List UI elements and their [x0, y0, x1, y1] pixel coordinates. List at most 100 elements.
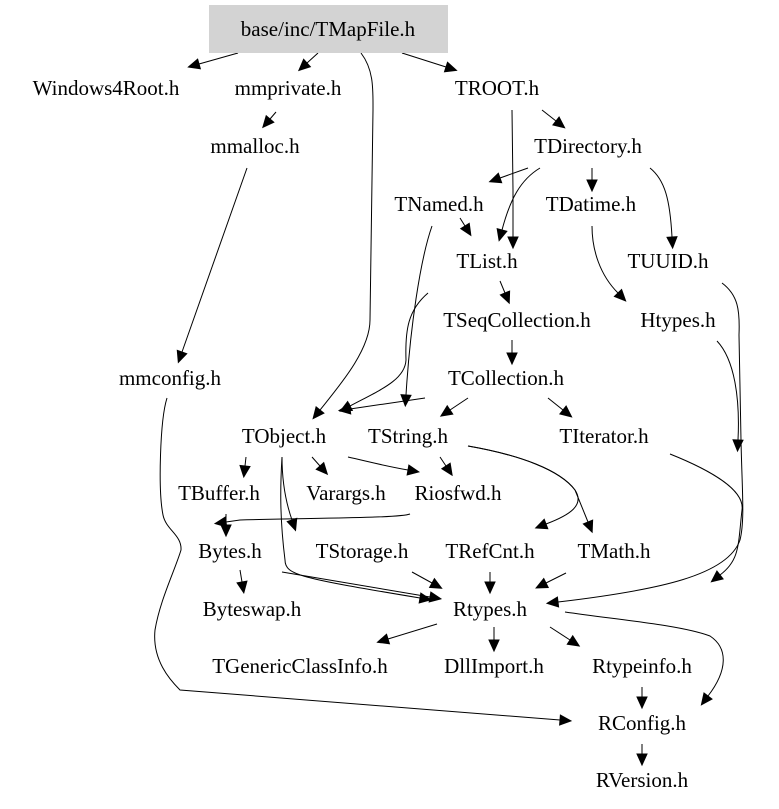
node-bytes[interactable]: Bytes.h: [198, 539, 262, 563]
arrowhead-icon: [499, 290, 511, 305]
node-rtypes[interactable]: Rtypes.h: [453, 597, 528, 621]
node-rversion[interactable]: RVersion.h: [596, 768, 689, 792]
node-tdatime[interactable]: TDatime.h: [546, 192, 637, 216]
node-label[interactable]: TGenericClassInfo.h: [212, 654, 388, 678]
node-byteswap[interactable]: Byteswap.h: [203, 597, 302, 621]
edge-tstorage-to-rtypes: [411, 571, 443, 589]
node-windows4root[interactable]: Windows4Root.h: [33, 76, 180, 100]
node-label[interactable]: TString.h: [368, 424, 448, 448]
node-troot[interactable]: TROOT.h: [455, 76, 540, 100]
edge-riosfwd-to-bytes: [213, 513, 411, 528]
arrowhead-icon: [613, 288, 627, 302]
node-label[interactable]: Varargs.h: [306, 481, 386, 505]
edge-line: [401, 52, 447, 68]
arrowhead-icon: [636, 696, 648, 710]
edge-tstring-to-tmath: [467, 445, 594, 534]
arrowhead-icon: [484, 581, 496, 595]
edge-line: [311, 456, 321, 467]
node-label[interactable]: RConfig.h: [598, 711, 687, 735]
node-tobject[interactable]: TObject.h: [242, 424, 327, 448]
arrowhead-icon: [507, 236, 519, 250]
arrowhead-icon: [443, 61, 458, 73]
node-label[interactable]: RVersion.h: [596, 768, 689, 792]
node-label[interactable]: TNamed.h: [394, 192, 484, 216]
edge-tstring-to-riosfwd: [439, 456, 453, 477]
edge-troot-to-tlist: [507, 109, 519, 250]
edge-bytes-to-byteswap: [236, 569, 248, 595]
node-label[interactable]: TMath.h: [578, 539, 651, 563]
node-mmprivate[interactable]: mmprivate.h: [235, 76, 342, 100]
node-label[interactable]: TCollection.h: [448, 366, 565, 390]
edge-line: [549, 626, 571, 641]
node-label[interactable]: Bytes.h: [198, 539, 262, 563]
node-tmath[interactable]: TMath.h: [578, 539, 651, 563]
edge-line: [239, 569, 243, 583]
node-tcollection[interactable]: TCollection.h: [448, 366, 565, 390]
arrowhead-icon: [459, 222, 472, 237]
node-tseqcollection[interactable]: TSeqCollection.h: [443, 308, 591, 332]
arrowhead-icon: [666, 236, 678, 250]
node-tmapfile[interactable]: base/inc/TMapFile.h: [209, 5, 448, 53]
node-varargs[interactable]: Varargs.h: [306, 481, 386, 505]
node-tuuid[interactable]: TUUID.h: [627, 249, 709, 273]
node-rconfig[interactable]: RConfig.h: [598, 711, 687, 735]
arrowhead-icon: [176, 349, 188, 364]
arrowhead-icon: [236, 580, 248, 595]
node-label[interactable]: TBuffer.h: [178, 481, 260, 505]
node-label[interactable]: TSeqCollection.h: [443, 308, 591, 332]
arrowhead-icon: [220, 524, 232, 538]
node-tgenericclassinfo[interactable]: TGenericClassInfo.h: [212, 654, 388, 678]
node-label[interactable]: TDirectory.h: [534, 134, 642, 158]
edge-line: [306, 52, 319, 64]
node-label[interactable]: Rtypeinfo.h: [592, 654, 692, 678]
node-label[interactable]: TROOT.h: [455, 76, 540, 100]
edge-line: [459, 217, 466, 227]
node-tdirectory[interactable]: TDirectory.h: [534, 134, 642, 158]
edge-tuuid-to-rtypes: [545, 282, 744, 608]
node-label[interactable]: DllImport.h: [444, 654, 544, 678]
edge-line: [439, 456, 447, 467]
node-riosfwd[interactable]: Riosfwd.h: [415, 481, 502, 505]
node-rtypeinfo[interactable]: Rtypeinfo.h: [592, 654, 692, 678]
node-label[interactable]: mmalloc.h: [210, 134, 300, 158]
node-label[interactable]: mmconfig.h: [119, 366, 222, 390]
node-trefcnt[interactable]: TRefCnt.h: [445, 539, 535, 563]
edge-trefcnt-to-rtypes: [484, 572, 496, 595]
node-label[interactable]: TDatime.h: [546, 192, 637, 216]
node-label[interactable]: TStorage.h: [316, 539, 409, 563]
node-titerator[interactable]: TIterator.h: [559, 424, 649, 448]
node-label[interactable]: TUUID.h: [627, 249, 709, 273]
node-tnamed[interactable]: TNamed.h: [394, 192, 484, 216]
node-label[interactable]: TList.h: [456, 249, 518, 273]
node-label[interactable]: base/inc/TMapFile.h: [241, 17, 416, 41]
node-label[interactable]: TObject.h: [242, 424, 327, 448]
node-mmalloc[interactable]: mmalloc.h: [210, 134, 300, 158]
node-label[interactable]: Windows4Root.h: [33, 76, 180, 100]
arrowhead-icon: [297, 58, 312, 72]
node-tlist[interactable]: TList.h: [456, 249, 518, 273]
edge-tobject-to-riosfwd: [347, 456, 421, 476]
node-label[interactable]: Byteswap.h: [203, 597, 302, 621]
node-htypes[interactable]: Htypes.h: [640, 308, 716, 332]
arrowhead-icon: [440, 462, 453, 477]
node-label[interactable]: Riosfwd.h: [415, 481, 502, 505]
edge-bytes-to-rtypes: [281, 571, 443, 603]
arrowhead-icon: [439, 404, 454, 417]
arrowhead-icon: [262, 114, 275, 129]
node-label[interactable]: Rtypes.h: [453, 597, 528, 621]
root-node-box: [209, 5, 448, 53]
node-dllimport[interactable]: DllImport.h: [444, 654, 544, 678]
node-tstring[interactable]: TString.h: [368, 424, 448, 448]
edge-line: [669, 453, 743, 576]
node-label[interactable]: TRefCnt.h: [445, 539, 535, 563]
edge-rconfig-to-rversion: [636, 744, 648, 767]
edge-line: [154, 397, 561, 721]
node-mmconfig[interactable]: mmconfig.h: [119, 366, 222, 390]
node-label[interactable]: TIterator.h: [559, 424, 649, 448]
edge-line: [591, 225, 619, 294]
node-label[interactable]: mmprivate.h: [235, 76, 342, 100]
edge-line: [501, 167, 541, 231]
node-label[interactable]: Htypes.h: [640, 308, 716, 332]
node-tbuffer[interactable]: TBuffer.h: [178, 481, 260, 505]
node-tstorage[interactable]: TStorage.h: [316, 539, 409, 563]
